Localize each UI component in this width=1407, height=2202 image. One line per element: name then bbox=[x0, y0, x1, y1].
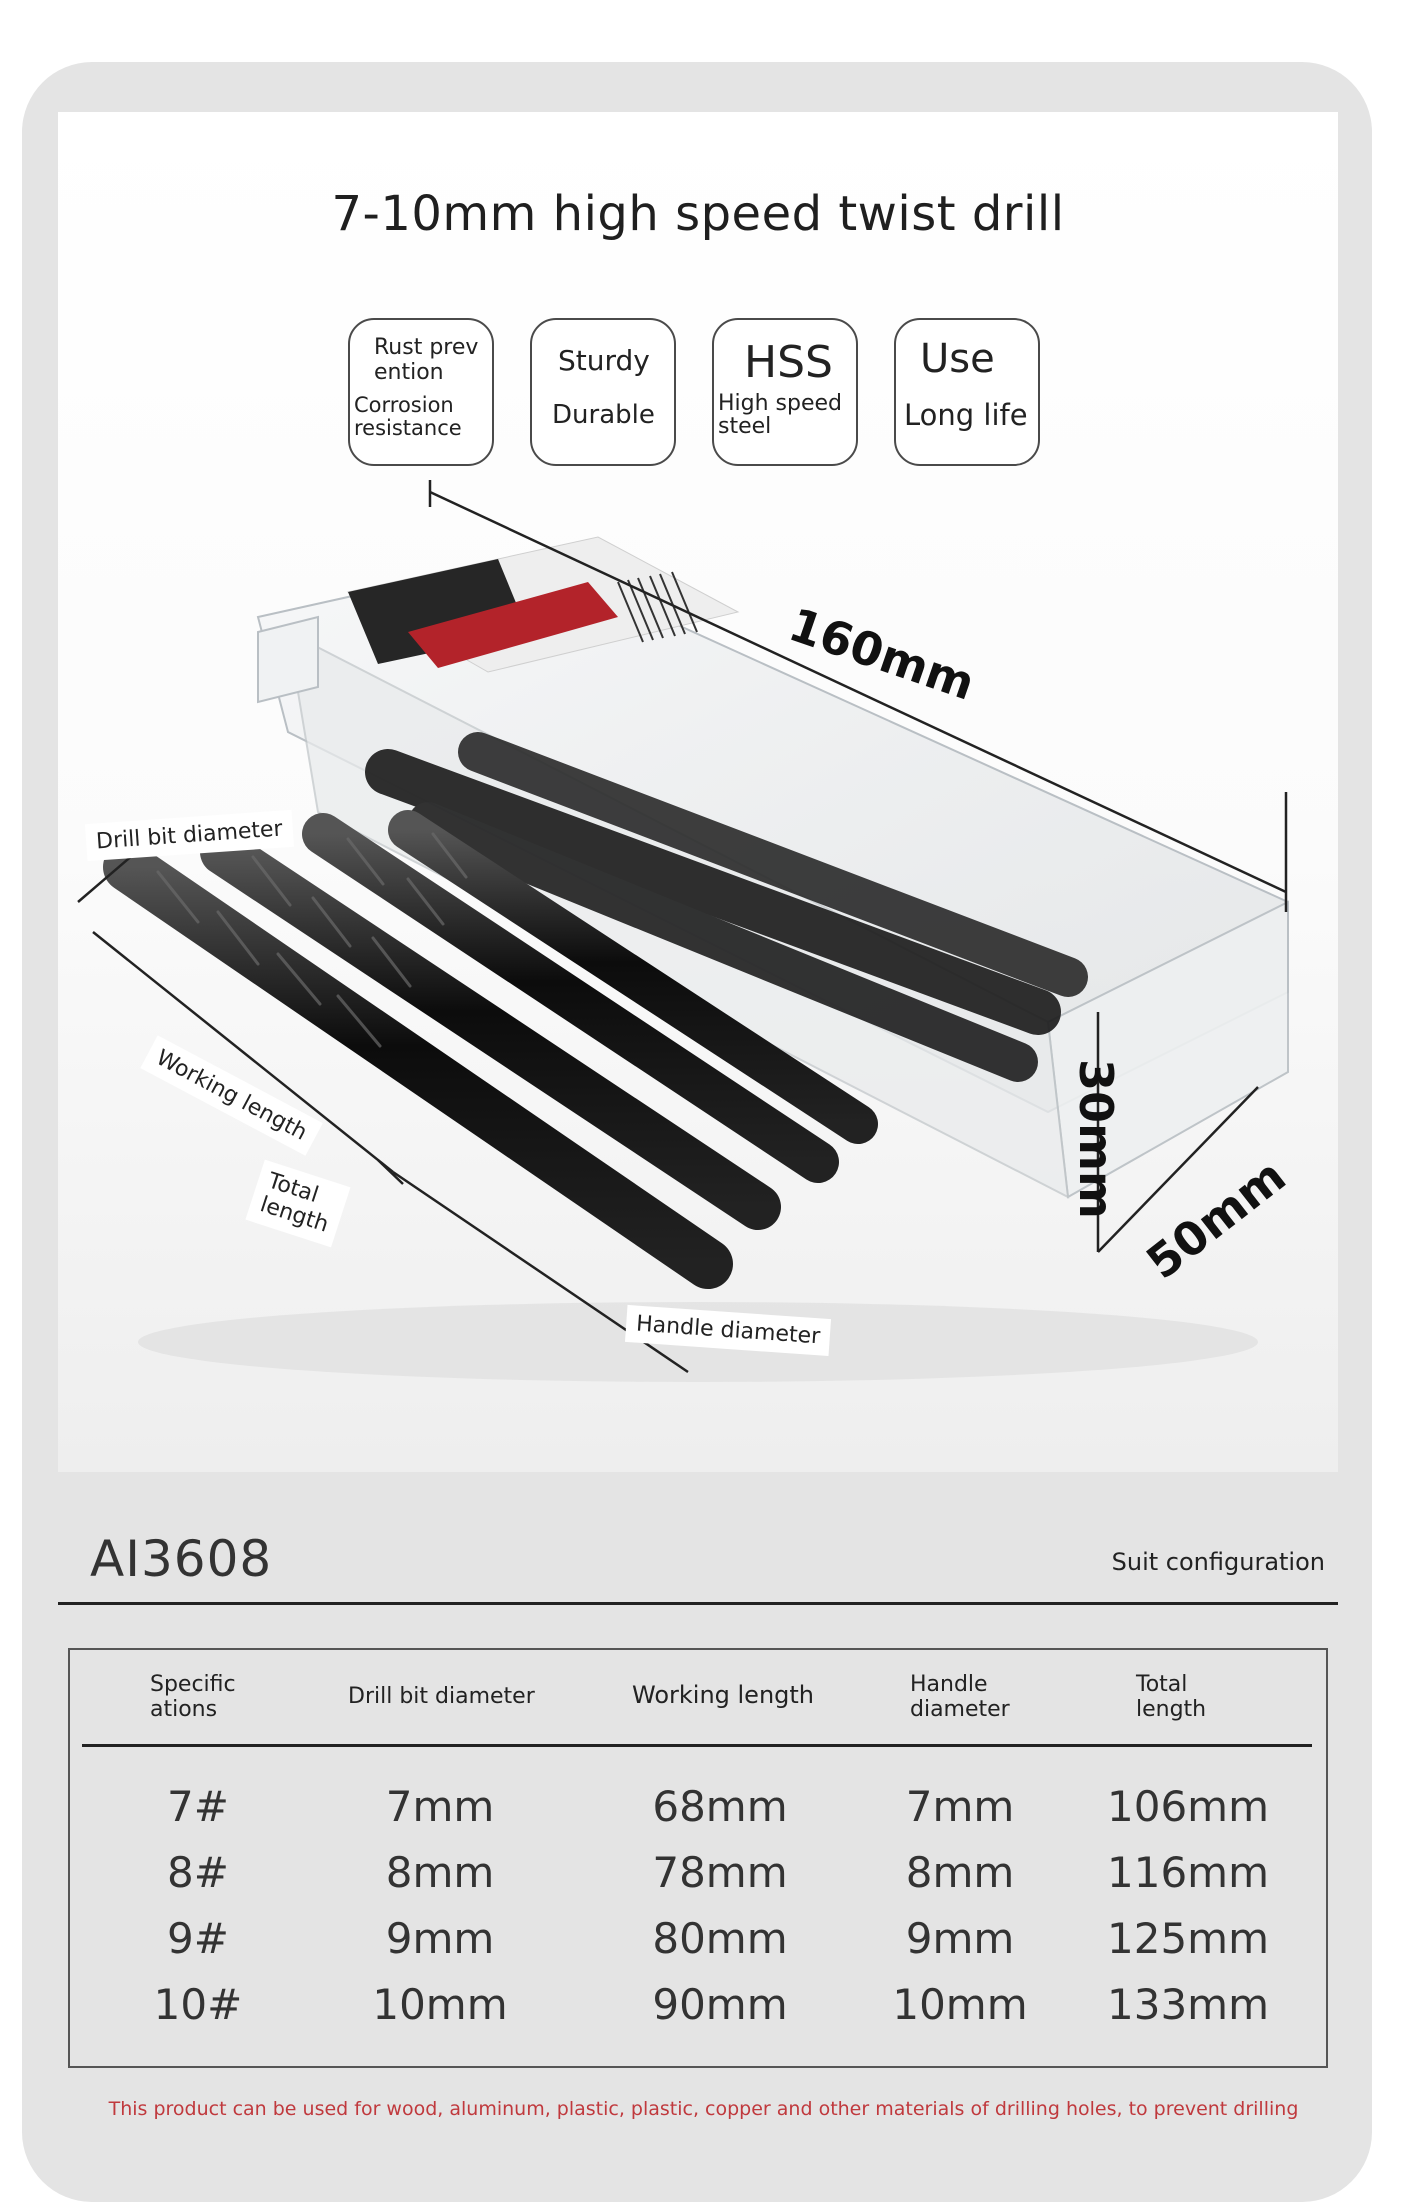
model-number: AI3608 bbox=[90, 1530, 273, 1588]
cell-spec: 9# bbox=[167, 1914, 229, 1963]
cell-spec: 7# bbox=[167, 1782, 229, 1831]
cell-spec: 10# bbox=[153, 1980, 243, 2029]
badge-text: resistance bbox=[354, 416, 462, 440]
header-divider bbox=[82, 1744, 1312, 1747]
spec-table: Specific ations Drill bit diameter Worki… bbox=[68, 1648, 1328, 2068]
header-text: Total bbox=[1136, 1672, 1188, 1697]
cell-bit-diameter: 9mm bbox=[385, 1914, 495, 1963]
usage-note: This product can be used for wood, alumi… bbox=[108, 2098, 1299, 2120]
suit-configuration-label: Suit configuration bbox=[1111, 1548, 1325, 1576]
badge-text: HSS bbox=[744, 337, 833, 388]
section-divider bbox=[58, 1602, 1338, 1605]
acrylic-box bbox=[256, 536, 1289, 1199]
cell-working-length: 90mm bbox=[652, 1980, 788, 2029]
cell-handle-diameter: 7mm bbox=[905, 1782, 1015, 1831]
badge-hss: HSS High speed steel bbox=[712, 318, 858, 466]
cell-handle-diameter: 9mm bbox=[905, 1914, 1015, 1963]
badge-sturdy: Sturdy Durable bbox=[530, 318, 676, 466]
badge-text: Rust prev bbox=[374, 335, 479, 360]
cell-working-length: 68mm bbox=[652, 1782, 788, 1831]
badge-text: Use bbox=[920, 336, 995, 382]
cell-total-length: 133mm bbox=[1107, 1980, 1269, 2029]
cell-handle-diameter: 10mm bbox=[892, 1980, 1028, 2029]
header-text: Specific bbox=[150, 1672, 236, 1697]
product-title: 7-10mm high speed twist drill bbox=[331, 186, 1065, 242]
drill-bits bbox=[103, 810, 878, 1289]
cell-total-length: 106mm bbox=[1107, 1782, 1269, 1831]
header-working-length: Working length bbox=[632, 1681, 815, 1709]
height-dimension: 30mm bbox=[1068, 1059, 1123, 1219]
badge-text: High speed bbox=[718, 391, 843, 416]
badge-text: Corrosion bbox=[354, 393, 454, 417]
cell-working-length: 78mm bbox=[652, 1848, 788, 1897]
header-text: Handle bbox=[910, 1672, 988, 1697]
header-text: diameter bbox=[910, 1697, 1010, 1723]
cell-bit-diameter: 10mm bbox=[372, 1980, 508, 2029]
header-bit-diameter: Drill bit diameter bbox=[348, 1684, 535, 1709]
cell-total-length: 125mm bbox=[1107, 1914, 1269, 1963]
badge-text: steel bbox=[718, 414, 772, 439]
header-text: length bbox=[1136, 1697, 1207, 1723]
cell-spec: 8# bbox=[167, 1848, 229, 1897]
header-handle-diameter: Handle diameter bbox=[910, 1672, 1010, 1723]
product-hero: 7-10mm high speed twist drill Rust prev … bbox=[58, 112, 1338, 1472]
badge-text: ention bbox=[374, 360, 444, 385]
cell-handle-diameter: 8mm bbox=[905, 1848, 1015, 1897]
cell-bit-diameter: 7mm bbox=[385, 1782, 495, 1831]
header-specifications: Specific ations bbox=[150, 1672, 236, 1723]
badge-text: Sturdy bbox=[558, 344, 650, 377]
header-total-length: Total length bbox=[1136, 1672, 1206, 1723]
cell-bit-diameter: 8mm bbox=[385, 1848, 495, 1897]
badge-text: Durable bbox=[552, 400, 655, 430]
badge-rust-prevention: Rust prev ention Corrosion resistance bbox=[348, 318, 494, 466]
badge-text: Long life bbox=[904, 398, 1028, 432]
cell-total-length: 116mm bbox=[1107, 1848, 1269, 1897]
badge-long-life: Use Long life bbox=[894, 318, 1040, 466]
drill-set-illustration bbox=[77, 480, 1289, 1382]
cell-working-length: 80mm bbox=[652, 1914, 788, 1963]
header-text: ations bbox=[150, 1697, 218, 1723]
